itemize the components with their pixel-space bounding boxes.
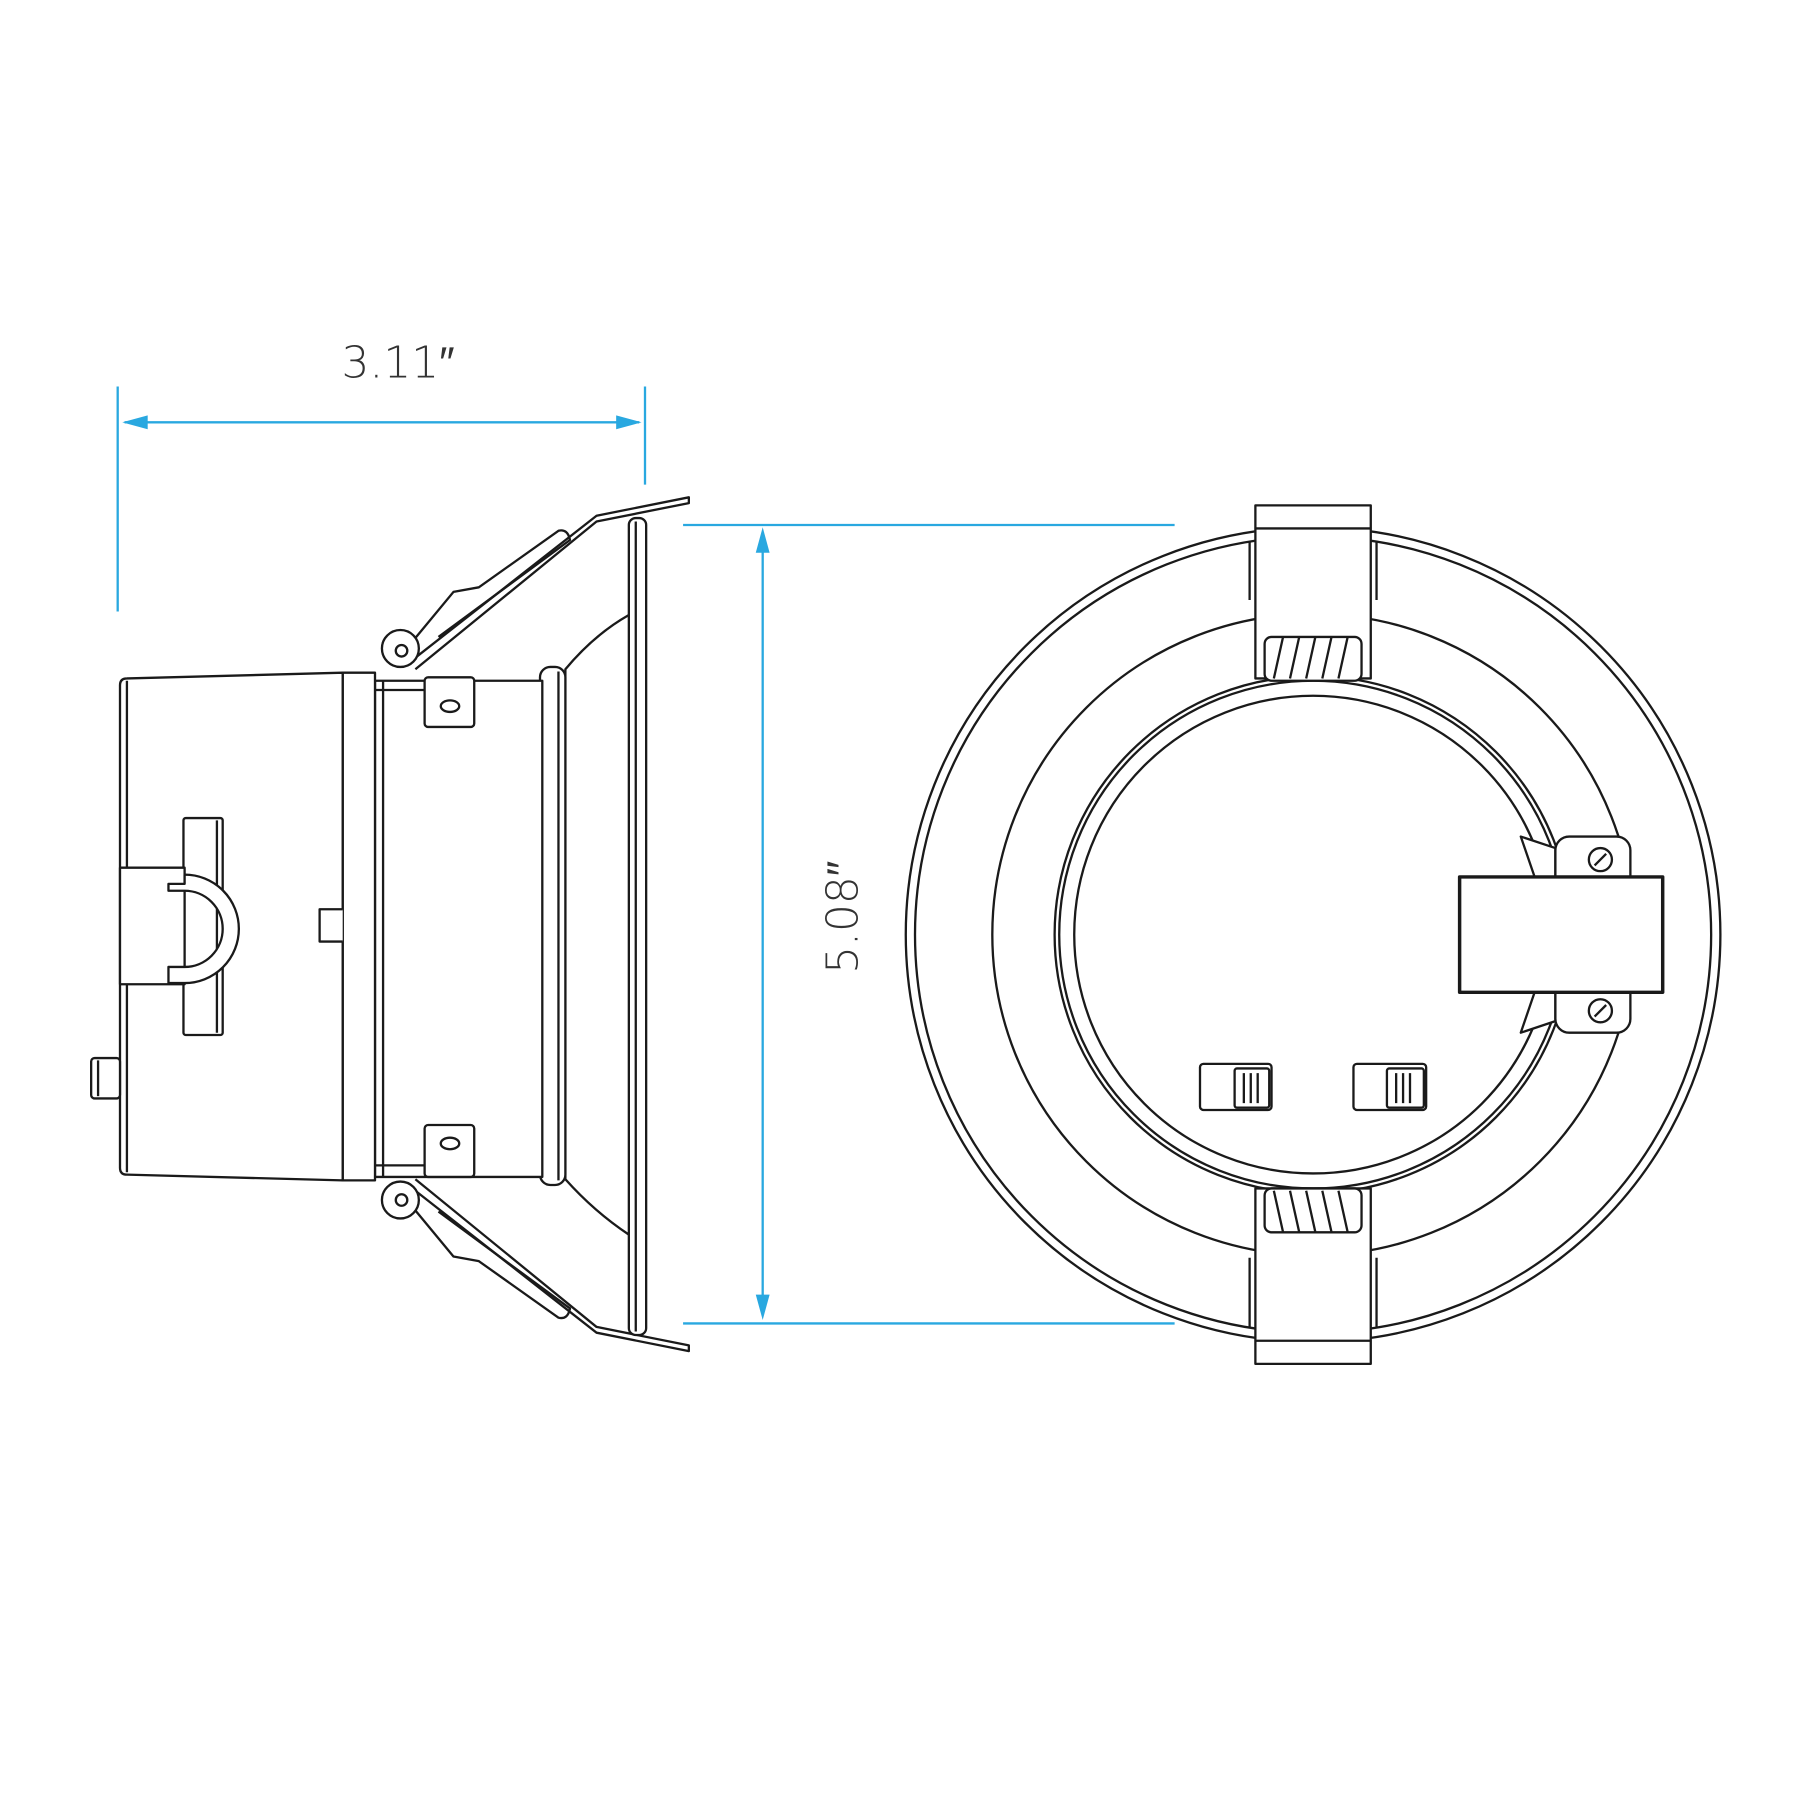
- pivot-bottom: [380, 1180, 420, 1220]
- diameter-dimension: 5.08″: [683, 523, 1175, 1325]
- arrow-up-icon: [755, 527, 770, 553]
- spring-wire-bottom: [414, 1178, 690, 1353]
- pivot-top: [380, 628, 420, 669]
- housing-notch: [318, 908, 343, 943]
- spring-wire-top: [414, 496, 690, 671]
- trim-ring: [538, 665, 567, 1187]
- connector-left: [1198, 1062, 1273, 1112]
- spring-clip-bottom: [402, 1195, 572, 1320]
- connector-nub: [89, 1056, 122, 1100]
- cable-loop: [167, 873, 240, 985]
- can-body: [373, 679, 544, 1179]
- housing-collar: [341, 671, 377, 1182]
- arrow-left-icon: [122, 415, 148, 430]
- mounting-tab-top: [423, 676, 476, 729]
- arrow-right-icon: [616, 415, 642, 430]
- junction-box: [1457, 875, 1665, 995]
- side-view: [89, 496, 690, 1353]
- spring-clip-top: [402, 529, 572, 653]
- arrow-down-icon: [755, 1294, 770, 1320]
- depth-dimension: 3.11″: [116, 337, 647, 612]
- reflector-cone: [564, 613, 630, 1236]
- coil-spring-top: [1263, 635, 1363, 682]
- coil-spring-bottom: [1263, 1187, 1363, 1234]
- top-view: [904, 504, 1722, 1365]
- connector-right: [1352, 1062, 1428, 1112]
- diameter-label: 5.08″: [817, 861, 868, 974]
- mounting-tab-bottom: [423, 1123, 476, 1179]
- depth-label: 3.11″: [342, 337, 455, 388]
- trim-flange: [627, 516, 648, 1337]
